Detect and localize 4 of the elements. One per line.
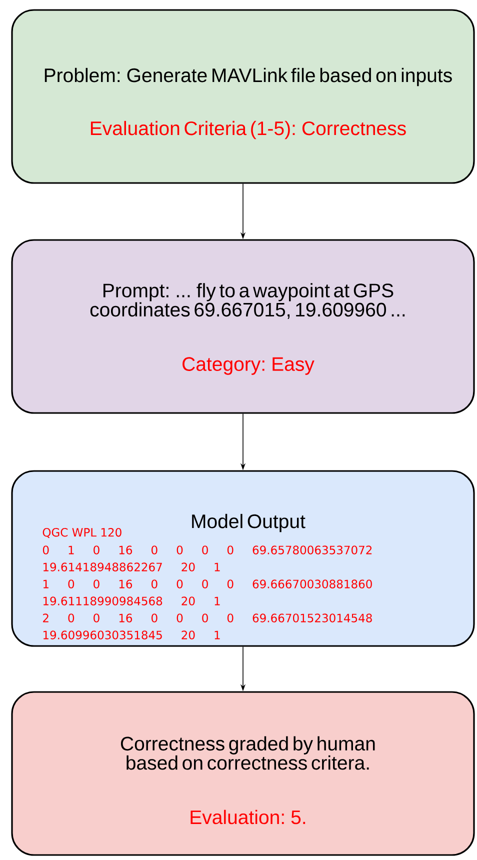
output-box: Model Output QGC WPL 120 0 1 0 16 0 0 0 0 69.65780063537072 19.61418948862267 20 1 1 0 0 16 0 0 0 0 69.66670030881860 19.61118990984568 20 1 2 0 0 16 0 0 0 0 69.66701523014548 19.60996030351845 20 1	[11, 470, 475, 647]
prompt-box: Prompt: ... fly to a waypoint at GPS coordinates 69.667015, 19.609960 ... Category: Easy	[11, 239, 475, 414]
evaluation-box: Correctness graded by human based on correctness critera. Evaluation: 5.	[11, 691, 475, 856]
problem-box: Problem: Generate MAVLink file based on inputs Evaluation Criteria (1-5): Correctness	[11, 9, 475, 184]
